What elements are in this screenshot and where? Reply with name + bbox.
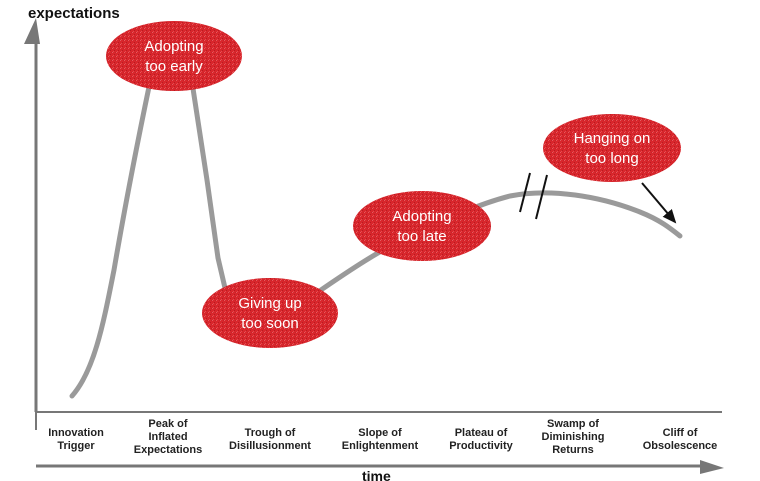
- phase-label-line: Obsolescence: [643, 440, 718, 452]
- phase-label-line: Slope of: [358, 427, 402, 439]
- break-mark-icon: [535, 174, 548, 220]
- bubble-label-line: Adopting: [144, 38, 203, 55]
- phase-label-line: Plateau of: [455, 427, 508, 439]
- phase-label-line: Productivity: [449, 440, 513, 452]
- phase-label-line: Trigger: [57, 440, 95, 452]
- bubble-shape: [543, 114, 681, 182]
- phase-label-line: Trough of: [245, 427, 296, 439]
- bubble-label-line: too long: [585, 150, 638, 167]
- curve-rise: [69, 79, 153, 399]
- x-axis-arrow-icon: [700, 460, 724, 474]
- bubble-label-line: too early: [145, 58, 203, 75]
- break-mark-icon: [519, 172, 531, 213]
- phase-label-line: Innovation: [48, 427, 104, 439]
- y-axis-arrow-icon: [24, 18, 40, 44]
- phase-label-line: Swamp of: [547, 418, 599, 430]
- bubble-label: Adopting too early: [144, 38, 203, 75]
- phase-label-line: Expectations: [134, 444, 202, 456]
- y-axis-label: expectations: [28, 5, 120, 22]
- bubble-label-line: too soon: [241, 315, 299, 332]
- callout-bubble: Adopting too early: [106, 21, 242, 91]
- bubble-label: Giving up too soon: [238, 295, 301, 332]
- curve-fall: [189, 79, 228, 291]
- y-axis: expectations: [24, 5, 120, 412]
- x-axis: time: [35, 411, 724, 481]
- phase-label-line: Returns: [552, 444, 594, 456]
- phase-label-line: Enlightenment: [342, 440, 419, 452]
- callout-bubble: Hanging on too long: [543, 114, 681, 182]
- bubble-label-line: Giving up: [238, 295, 301, 312]
- x-axis-label: time: [362, 468, 391, 481]
- bubble-shape: [106, 21, 242, 91]
- phase-label-line: Inflated: [148, 431, 187, 443]
- bubble-label: Adopting too late: [392, 208, 451, 245]
- callout-bubble: Giving up too soon: [202, 278, 338, 348]
- callout-bubble: Adopting too late: [353, 191, 491, 261]
- bubble-label-line: too late: [397, 228, 446, 245]
- phase-label-line: Cliff of: [663, 427, 698, 439]
- bubble-label-line: Hanging on: [574, 130, 651, 147]
- phase-label-line: Disillusionment: [229, 440, 311, 452]
- bubble-label: Hanging on too long: [574, 130, 651, 167]
- phase-label-line: Peak of: [148, 418, 187, 430]
- bubble-shape: [202, 278, 338, 348]
- bubble-shape: [353, 191, 491, 261]
- decline-arrow-icon: [641, 182, 677, 224]
- phase-label-line: Diminishing: [542, 431, 605, 443]
- bubble-label-line: Adopting: [392, 208, 451, 225]
